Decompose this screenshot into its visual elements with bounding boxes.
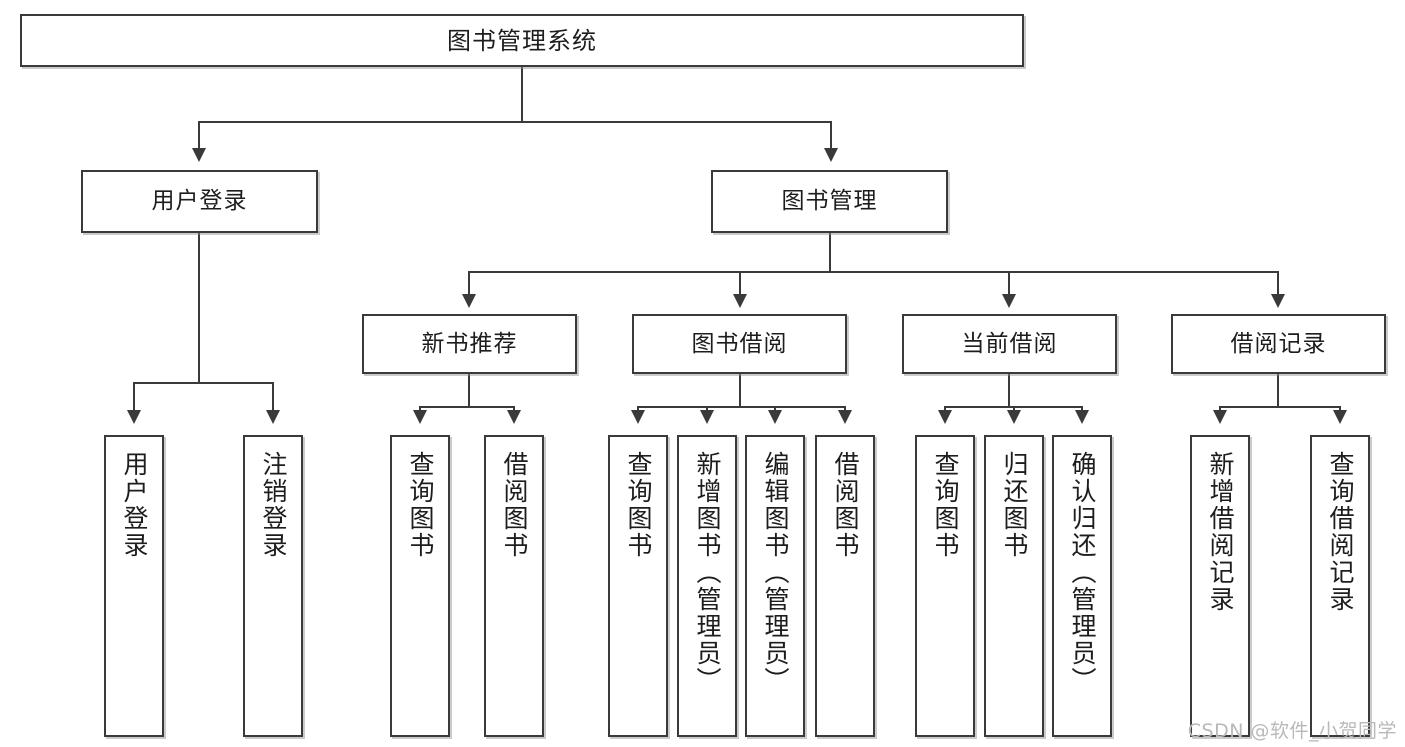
connector-borrowrecord-drop-2 [1339,406,1341,412]
arrow-to-current-borrow [1002,294,1016,308]
node-leaf-logout-label: 注销登录 [259,451,288,559]
node-new-book-recommend-label: 新书推荐 [421,330,518,357]
connector-recommend-drop-1 [419,406,421,412]
connector-currentborrow-drop-1 [944,406,946,412]
connector-bookborrow-bus [637,406,845,408]
node-book-borrow-label: 图书借阅 [691,330,788,357]
node-new-book-recommend[interactable]: 新书推荐 [362,314,577,374]
arrow-to-leaf-logout [266,410,280,424]
connector-currentborrow-drop-3 [1081,406,1083,412]
connector-root-drop-2 [830,121,832,149]
node-leaf-logout[interactable]: 注销登录 [243,435,303,737]
connector-bookmanage-drop-1 [468,271,470,297]
arrow-to-borrow-record [1271,294,1285,308]
node-leaf-query-book-1-label: 查询图书 [406,451,435,559]
connector-bookborrow-drop-4 [844,406,846,412]
node-book-manage[interactable]: 图书管理 [711,170,948,233]
node-leaf-add-book[interactable]: 新增图书（管理员） [677,435,737,737]
node-leaf-query-book-3-label: 查询图书 [931,451,960,559]
node-leaf-borrow-book-2[interactable]: 借阅图书 [815,435,875,737]
connector-bookborrow-drop-2 [706,406,708,412]
node-leaf-query-book-2[interactable]: 查询图书 [608,435,668,737]
connector-recommend-bus [419,406,514,408]
connector-bookborrow-drop-3 [774,406,776,412]
node-leaf-borrow-book-1[interactable]: 借阅图书 [484,435,544,737]
connector-root-drop-1 [198,121,200,149]
arrow-to-leaf-query-book-2 [631,410,645,424]
arrow-to-leaf-query-record [1333,410,1347,424]
arrow-to-leaf-add-record [1213,410,1227,424]
node-book-borrow[interactable]: 图书借阅 [632,314,847,374]
arrow-to-leaf-query-book-3 [938,410,952,424]
arrow-to-leaf-return-book [1007,410,1021,424]
connector-currentborrow-stem [1008,374,1010,407]
node-leaf-user-login[interactable]: 用户登录 [104,435,164,737]
connector-borrowrecord-stem [1277,374,1279,407]
node-leaf-confirm-return-label: 确认归还（管理员） [1068,451,1097,694]
arrow-to-user-login [192,148,206,162]
node-root-label: 图书管理系统 [447,26,597,55]
connector-bookborrow-stem [739,374,741,407]
arrow-to-book-manage [824,148,838,162]
node-user-login-label: 用户登录 [151,188,248,214]
arrow-to-leaf-edit-book [768,410,782,424]
node-current-borrow[interactable]: 当前借阅 [902,314,1117,374]
node-leaf-user-login-label: 用户登录 [120,451,149,559]
connector-bookmanage-bus [468,271,1279,273]
node-leaf-query-record-label: 查询借阅记录 [1326,451,1355,613]
connector-root-bus [198,121,832,123]
node-leaf-return-book[interactable]: 归还图书 [984,435,1044,737]
connector-borrowrecord-drop-1 [1219,406,1221,412]
connector-root-stem [521,67,523,123]
connector-bookmanage-drop-3 [1008,271,1010,297]
node-leaf-borrow-book-1-label: 借阅图书 [500,451,529,559]
connector-userlogin-drop-1 [133,382,135,412]
node-leaf-confirm-return[interactable]: 确认归还（管理员） [1052,435,1112,737]
node-current-borrow-label: 当前借阅 [961,330,1058,357]
connector-userlogin-bus [133,382,273,384]
node-borrow-record-label: 借阅记录 [1230,330,1327,357]
arrow-to-book-borrow [733,294,747,308]
arrow-to-leaf-add-book [700,410,714,424]
node-root[interactable]: 图书管理系统 [20,14,1024,67]
connector-recommend-drop-2 [513,406,515,412]
connector-bookmanage-drop-4 [1277,271,1279,297]
node-leaf-query-book-2-label: 查询图书 [624,451,653,559]
connector-userlogin-drop-2 [272,382,274,412]
node-leaf-add-record[interactable]: 新增借阅记录 [1190,435,1250,737]
connector-recommend-stem [468,374,470,407]
arrow-to-leaf-borrow-book-1 [507,410,521,424]
node-leaf-borrow-book-2-label: 借阅图书 [831,451,860,559]
node-leaf-query-record[interactable]: 查询借阅记录 [1310,435,1370,737]
node-leaf-edit-book-label: 编辑图书（管理员） [761,451,790,694]
connector-currentborrow-drop-2 [1013,406,1015,412]
arrow-to-leaf-confirm-return [1075,410,1089,424]
node-leaf-add-book-label: 新增图书（管理员） [693,451,722,694]
node-leaf-add-record-label: 新增借阅记录 [1206,451,1235,613]
connector-bookmanage-drop-2 [739,271,741,297]
node-book-manage-label: 图书管理 [781,188,878,214]
connector-bookmanage-stem [829,233,831,272]
node-user-login[interactable]: 用户登录 [81,170,318,233]
node-borrow-record[interactable]: 借阅记录 [1171,314,1386,374]
node-leaf-query-book-1[interactable]: 查询图书 [390,435,450,737]
arrow-to-new-book-recommend [462,294,476,308]
connector-bookborrow-drop-1 [637,406,639,412]
connector-userlogin-stem [198,233,200,383]
arrow-to-leaf-query-book-1 [413,410,427,424]
arrow-to-leaf-borrow-book-2 [838,410,852,424]
node-leaf-query-book-3[interactable]: 查询图书 [915,435,975,737]
connector-borrowrecord-bus [1219,406,1340,408]
node-leaf-return-book-label: 归还图书 [1000,451,1029,559]
node-leaf-edit-book[interactable]: 编辑图书（管理员） [745,435,805,737]
arrow-to-leaf-user-login [127,410,141,424]
